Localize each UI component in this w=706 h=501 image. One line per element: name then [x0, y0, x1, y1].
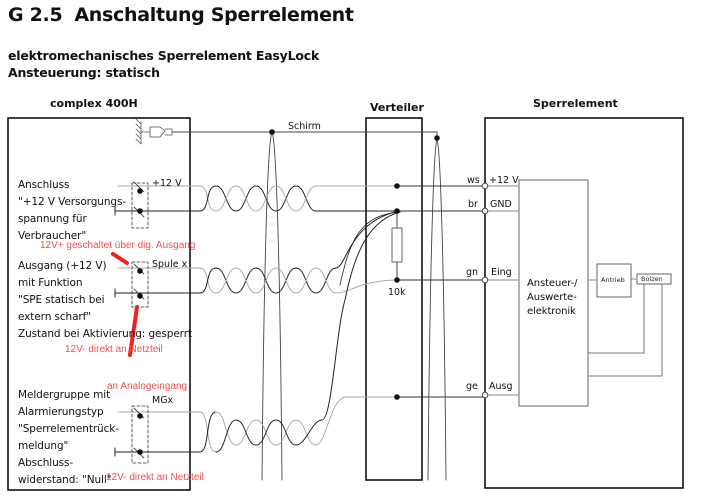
- terminal-label-spule: Spule x: [152, 259, 188, 270]
- twisted-pair-supply: [117, 185, 401, 212]
- header-verteiler: Verteiler: [370, 101, 424, 114]
- wire-code-ge: ge: [466, 381, 478, 392]
- section-title: Anschaltung Sperrelement: [74, 4, 354, 26]
- shield-wire: [171, 131, 438, 139]
- resistor-10k: [391, 227, 403, 263]
- annotation-minus-psu-1: 12V- direkt an Netzteil: [65, 344, 163, 355]
- resistor-label: 10k: [388, 287, 406, 298]
- terminal-eing: Eing: [491, 267, 512, 278]
- output-description: Ausgang (+12 V) mit Funktion "SPE statis…: [18, 260, 192, 340]
- subtitle-control: Ansteuerung: statisch: [8, 65, 160, 80]
- section-number: G 2.5: [8, 4, 63, 26]
- electronics-label: Ansteuer-/ Auswerte- elektronik: [527, 278, 578, 317]
- terminal-box-supply: [131, 182, 149, 229]
- page-title: G 2.5 Anschaltung Sperrelement: [8, 4, 354, 26]
- terminal-box-zone: [131, 405, 149, 464]
- terminal-label-12v: +12 V: [152, 178, 182, 189]
- verteiler-box: [365, 117, 423, 481]
- subtitle-device: elektromechanisches Sperrelement EasyLoc…: [8, 48, 320, 63]
- annotation-minus-psu-2: 12V- direkt an Netzteil: [106, 472, 204, 483]
- terminal-12v: +12 V: [489, 175, 519, 186]
- header-complex400h: complex 400H: [50, 97, 138, 110]
- header-sperrelement: Sperrelement: [533, 97, 618, 110]
- twisted-pair-output: [117, 210, 401, 294]
- drive-label: Antrieb: [601, 276, 625, 284]
- terminal-ausg: Ausg: [489, 381, 513, 392]
- supply-description: Anschluss "+12 V Versorgungs- spannung f…: [18, 179, 127, 242]
- terminal-label-mgx: MGx: [152, 395, 174, 406]
- wire-code-ws: ws: [467, 175, 480, 186]
- annotation-switched: 12V+ geschaltet über dig. Ausgang: [40, 240, 196, 251]
- wire-code-gn: gn: [466, 267, 479, 278]
- zone-description: Meldergruppe mit Alarmierungstyp "Sperre…: [18, 389, 119, 486]
- bolt-label: Bolzen: [641, 275, 663, 283]
- ground-symbol: [135, 118, 142, 145]
- shield-label: Schirm: [288, 121, 321, 132]
- sperrelement-box: [484, 117, 684, 489]
- shield-connector: [140, 126, 173, 138]
- terminal-gnd: GND: [490, 199, 512, 210]
- terminal-box-output: [131, 261, 149, 308]
- wire-code-br: br: [468, 199, 478, 210]
- electronics-box: [518, 179, 589, 407]
- complex400h-box: [7, 117, 191, 491]
- twisted-pair-zone: [117, 211, 401, 453]
- annotation-analog: an Analogeingang: [107, 381, 188, 392]
